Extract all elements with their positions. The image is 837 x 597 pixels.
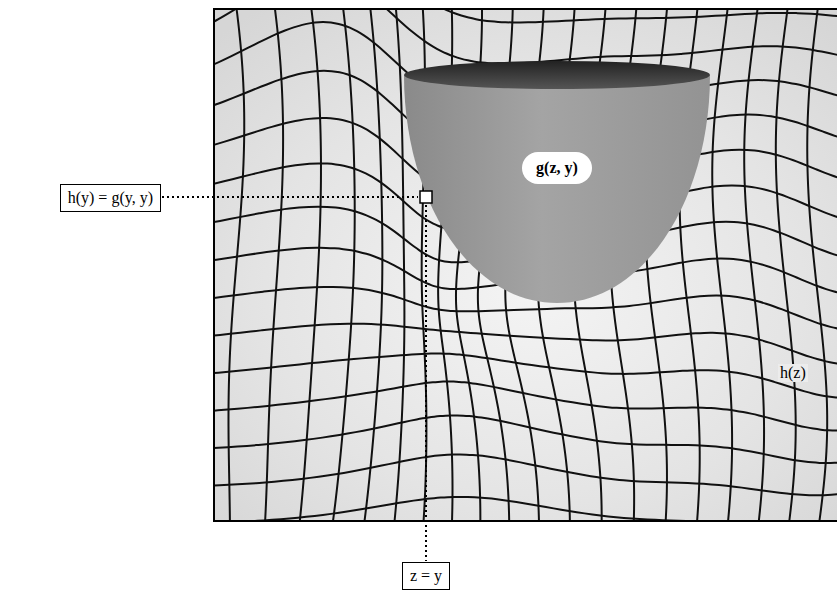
equation-box: z = y xyxy=(402,562,450,590)
node-text: h(y) = g(y, y) xyxy=(68,189,153,207)
mesh-line xyxy=(214,497,837,521)
node-text: g(z, y) xyxy=(536,159,578,177)
mesh-line xyxy=(214,454,837,495)
frame xyxy=(214,9,837,521)
bowl-rim xyxy=(404,61,710,89)
mesh-line xyxy=(289,9,321,521)
surface-label: h(z) xyxy=(778,364,808,382)
mesh-line xyxy=(223,9,244,521)
label-text: h(z) xyxy=(780,364,806,381)
mesh-line xyxy=(214,324,837,365)
mesh-line xyxy=(776,9,796,521)
leader-line xyxy=(425,205,427,561)
mesh-line xyxy=(354,9,383,521)
contact-point xyxy=(420,191,432,203)
mesh-line xyxy=(214,9,837,22)
mesh-line xyxy=(214,9,837,64)
mesh-line xyxy=(744,9,764,521)
node-text: z = y xyxy=(410,567,442,585)
bowl-body xyxy=(404,75,710,303)
mesh-line xyxy=(712,9,732,521)
function-label: g(z, y) xyxy=(522,152,592,184)
mesh-line xyxy=(256,9,283,521)
surface-mesh xyxy=(214,9,837,521)
mesh-line xyxy=(321,9,354,521)
surface-ground xyxy=(214,9,837,521)
leader-line xyxy=(162,196,418,198)
equation-box: h(y) = g(y, y) xyxy=(60,184,161,212)
mesh-line xyxy=(386,9,404,521)
mesh-line xyxy=(807,9,827,521)
mesh-line xyxy=(214,354,837,398)
